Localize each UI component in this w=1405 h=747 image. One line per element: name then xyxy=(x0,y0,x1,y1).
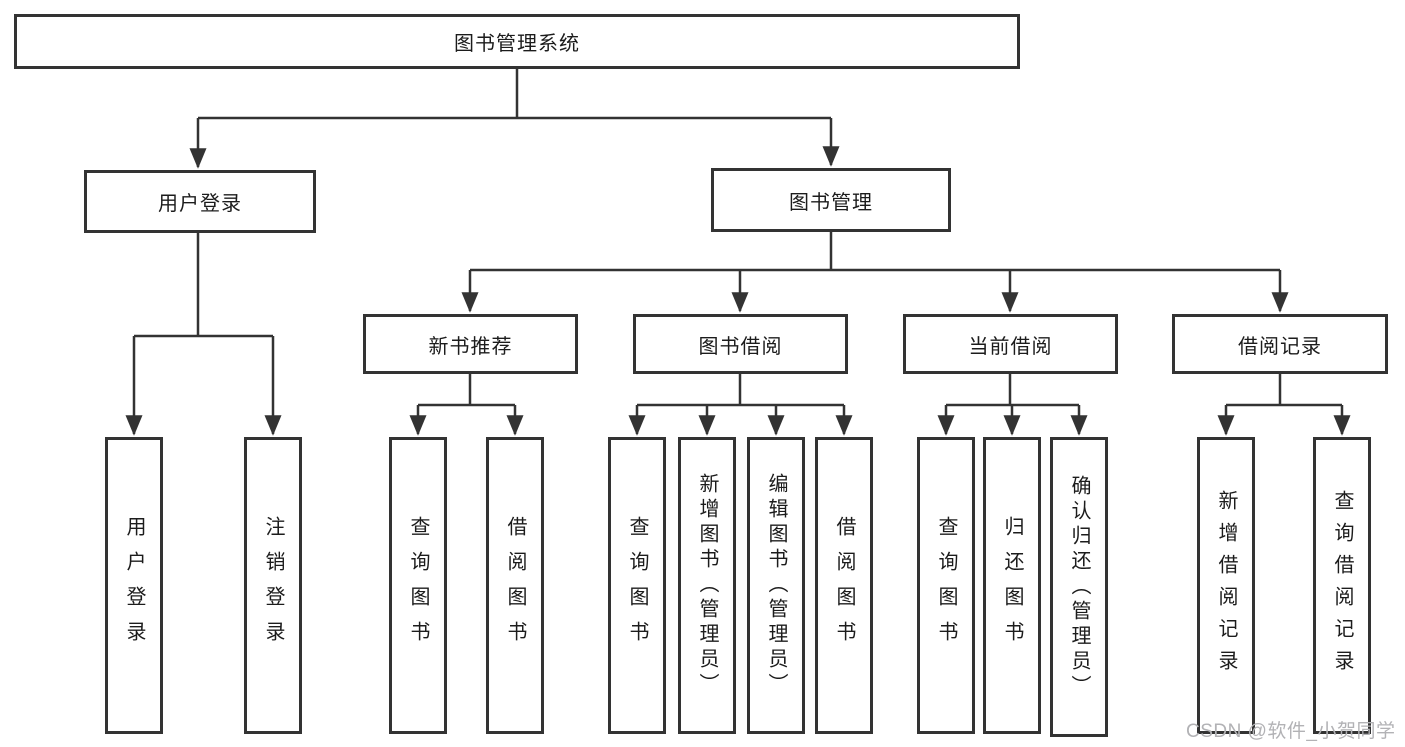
node-borrowing-records: 借阅记录 xyxy=(1172,314,1388,374)
leaf-logout: 注销登录 xyxy=(244,437,302,734)
node-label: 归还图书 xyxy=(1001,515,1023,656)
leaf-add-borrow-record: 新增借阅记录 xyxy=(1197,437,1255,734)
csdn-watermark: CSDN @软件_小贺同学 xyxy=(1186,721,1396,742)
node-label: 注销登录 xyxy=(262,515,284,656)
node-label: 图书借阅 xyxy=(698,335,783,358)
node-label: 借阅图书 xyxy=(833,515,855,656)
node-current-borrowing: 当前借阅 xyxy=(903,314,1118,374)
leaf-query-borrow-record: 查询借阅记录 xyxy=(1313,437,1371,734)
leaf-return-books: 归还图书 xyxy=(983,437,1041,734)
leaf-borrow-books: 借阅图书 xyxy=(815,437,873,734)
node-label: 图书管理 xyxy=(789,191,873,214)
node-label: 图书管理系统 xyxy=(454,33,580,55)
node-root-library-system: 图书管理系统 xyxy=(14,14,1020,69)
leaf-user-login: 用户登录 xyxy=(105,437,163,734)
node-new-book-recommend: 新书推荐 xyxy=(363,314,578,374)
node-book-management-module: 图书管理 xyxy=(711,168,951,232)
node-label: 查询图书 xyxy=(935,515,957,656)
node-label: 当前借阅 xyxy=(968,335,1053,358)
node-label: 查询图书 xyxy=(407,515,429,656)
leaf-query-books-borrow: 查询图书 xyxy=(608,437,666,734)
leaf-query-books-current: 查询图书 xyxy=(917,437,975,734)
node-label: 用户登录 xyxy=(158,193,242,215)
leaf-edit-books-admin: 编辑图书（管理员） xyxy=(747,437,805,734)
node-label: 借阅记录 xyxy=(1238,335,1322,358)
leaf-query-books-recommend: 查询图书 xyxy=(389,437,447,734)
node-label: 新增借阅记录 xyxy=(1215,489,1237,682)
node-label: 确认归还（管理员） xyxy=(1068,474,1090,700)
node-label: 用户登录 xyxy=(123,515,145,656)
node-label: 查询借阅记录 xyxy=(1331,489,1353,682)
node-label: 查询图书 xyxy=(626,515,648,656)
node-label: 新书推荐 xyxy=(428,335,513,358)
node-label: 借阅图书 xyxy=(504,515,526,656)
node-book-borrowing: 图书借阅 xyxy=(633,314,848,374)
leaf-confirm-return-admin: 确认归还（管理员） xyxy=(1050,437,1108,737)
leaf-borrow-books-recommend: 借阅图书 xyxy=(486,437,544,734)
leaf-add-books-admin: 新增图书（管理员） xyxy=(678,437,736,734)
node-user-login-module: 用户登录 xyxy=(84,170,316,233)
node-label: 编辑图书（管理员） xyxy=(765,473,787,698)
node-label: 新增图书（管理员） xyxy=(696,473,718,698)
